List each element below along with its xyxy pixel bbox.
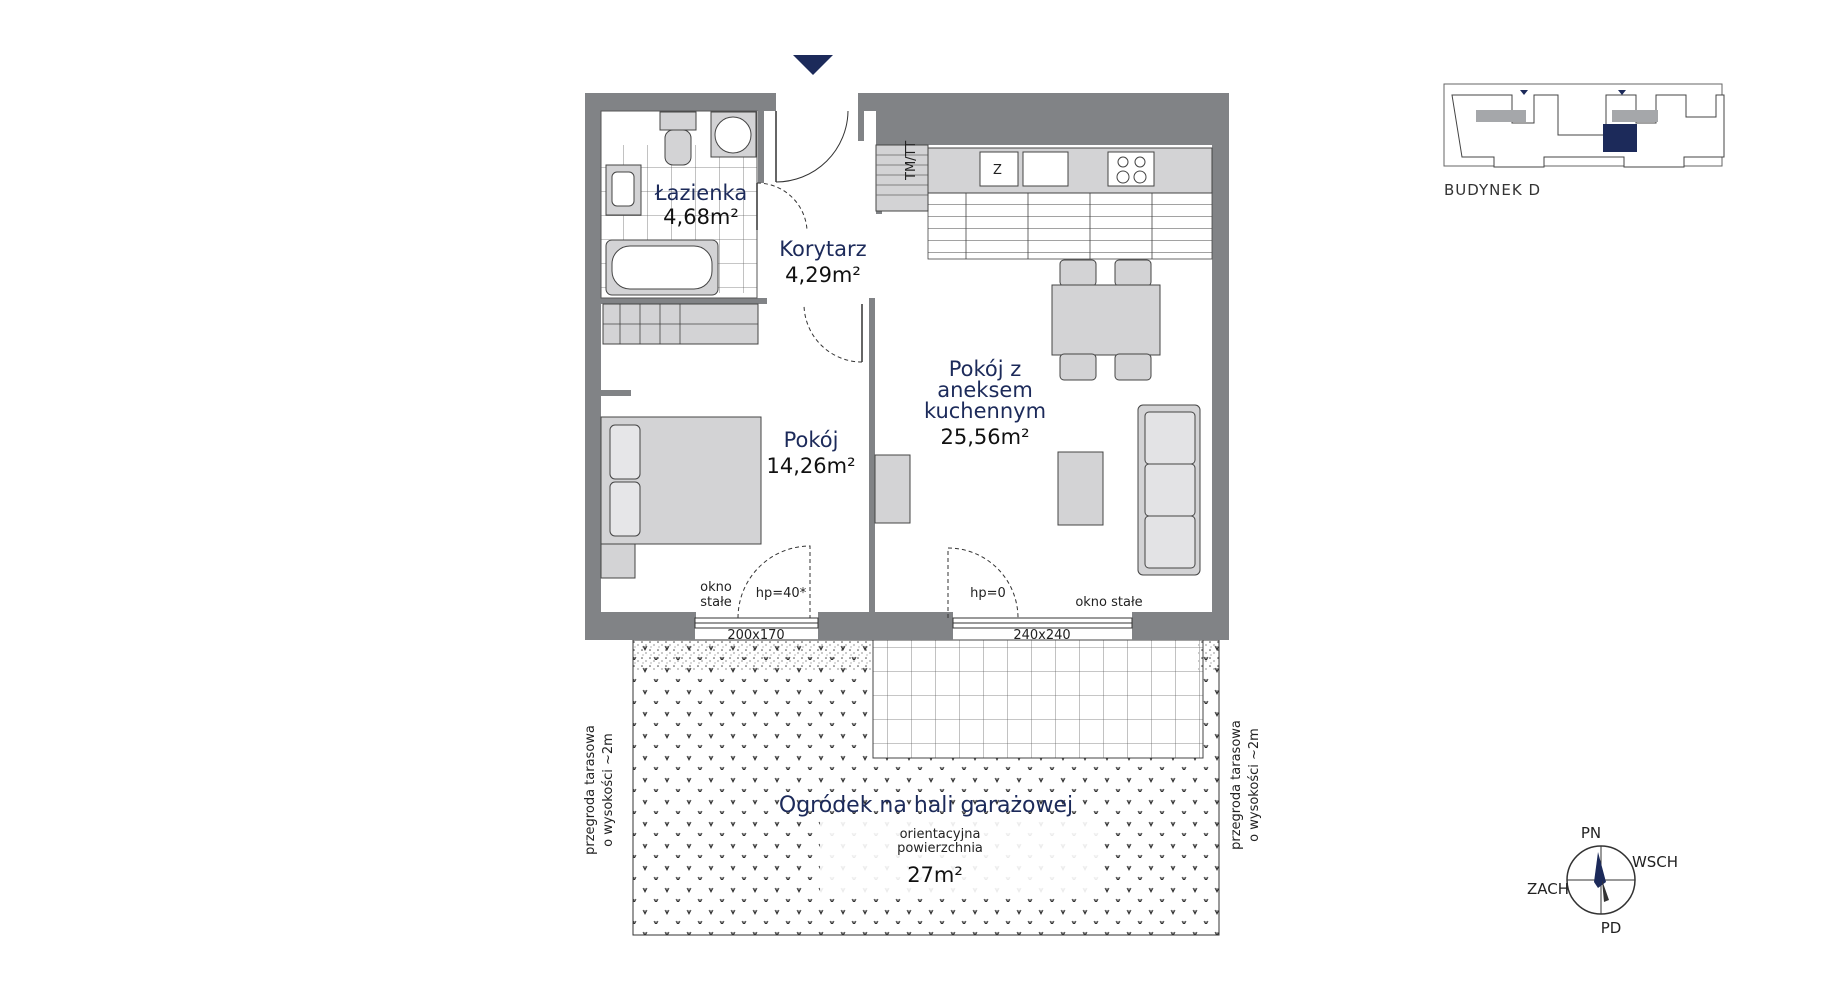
corridor-door — [803, 303, 863, 363]
left-window-label-line-1: okno — [700, 580, 732, 595]
garden-sub-line-1: orientacyjna — [900, 827, 981, 842]
partition-right-line-2: o wysokości ~2m — [1247, 728, 1262, 842]
corridor-area: 4,29m² — [785, 263, 861, 287]
coffee-table — [1057, 451, 1104, 526]
garden-title: Ogródek na hali garażowej — [779, 793, 1073, 818]
bed — [600, 416, 762, 579]
corridor-name: Korytarz — [779, 237, 866, 261]
partition-left: przegroda tarasowa o wysokości ~2m — [583, 725, 616, 855]
right-window-label: okno stałe — [1075, 595, 1142, 610]
window-labels: okno stałe hp=40* 200x170 okno stałe hp=… — [700, 580, 1143, 643]
bathroom-name: Łazienka — [654, 181, 747, 205]
compass-west: ZACH — [1527, 880, 1569, 898]
dining-table — [1051, 259, 1161, 381]
living-window-swing — [947, 547, 1019, 619]
wardrobe — [602, 303, 759, 345]
room-labels: Łazienka 4,68m² Korytarz 4,29m² Pokój 14… — [654, 181, 1046, 478]
garden-sub-line-2: powierzchnia — [897, 841, 983, 856]
key-plan: BUDYNEK D — [1443, 83, 1725, 199]
partition-left-line-2: o wysokości ~2m — [601, 733, 616, 847]
left-window-size: 200x170 — [727, 628, 784, 643]
compass-east: WSCH — [1632, 853, 1678, 871]
garden-area: 27m² — [907, 863, 963, 887]
bathroom — [600, 110, 808, 299]
right-window-size: 240x240 — [1013, 628, 1070, 643]
kitchen-labels: Z TM/TT — [904, 141, 1002, 181]
sofa — [1137, 404, 1201, 576]
compass-south: PD — [1601, 919, 1622, 937]
garden-labels: Ogródek na hali garażowej orientacyjna p… — [779, 793, 1073, 887]
sink-label: Z — [993, 163, 1002, 178]
entrance-arrow-icon — [793, 55, 833, 75]
living-area: 25,56m² — [941, 425, 1030, 449]
living-name-line-1: Pokój z — [949, 357, 1022, 381]
windows — [694, 617, 1133, 629]
left-window-label-line-2: stałe — [700, 595, 732, 610]
compass-north: PN — [1581, 824, 1601, 842]
living-name-line-3: kuchennym — [924, 399, 1046, 423]
partition-left-line-1: przegroda tarasowa — [583, 725, 598, 855]
bedroom-area: 14,26m² — [767, 454, 856, 478]
entrance-door — [775, 110, 849, 183]
partition-right: przegroda tarasowa o wysokości ~2m — [1229, 720, 1262, 850]
bedroom-name: Pokój — [784, 428, 839, 452]
living-name-line-2: aneksem — [937, 378, 1033, 402]
left-window-hp: hp=40* — [756, 586, 807, 601]
bedroom-window-swing — [737, 545, 811, 619]
garden — [632, 639, 1220, 936]
compass-icon: PN WSCH PD ZACH — [1527, 824, 1678, 937]
key-plan-label: BUDYNEK D — [1444, 181, 1541, 199]
bathroom-area: 4,68m² — [663, 205, 739, 229]
wall-stub — [601, 390, 631, 396]
partition-right-line-1: przegroda tarasowa — [1229, 720, 1244, 850]
desk — [874, 454, 911, 524]
right-window-hp: hp=0 — [970, 586, 1006, 601]
fridge-label: TM/TT — [904, 141, 919, 181]
kitchen — [875, 144, 1213, 260]
